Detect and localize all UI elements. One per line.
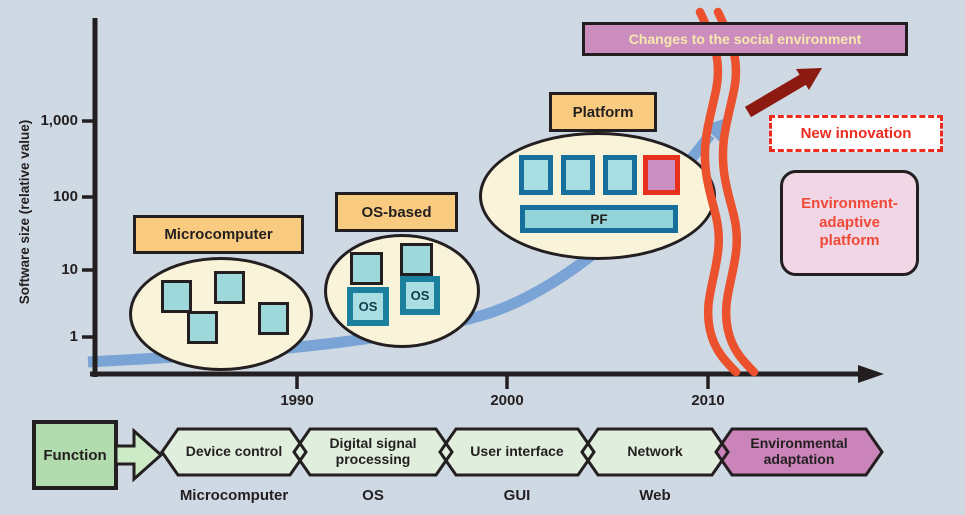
x-tick-label-2010: 2010 bbox=[691, 392, 725, 409]
stage-label-os-based: OS-based bbox=[335, 192, 458, 232]
x-tick-label-2000: 2000 bbox=[490, 392, 524, 409]
new-innovation-arrowhead bbox=[796, 68, 822, 90]
timeline-sub-label: Microcomputer bbox=[179, 486, 289, 504]
y-tick-label-1: 1 bbox=[69, 328, 78, 345]
timeline-sub-label: GUI bbox=[503, 486, 531, 504]
os-module-box: OS bbox=[347, 287, 389, 326]
growth-curve-arrowhead bbox=[703, 116, 732, 144]
timeline-sub-label: Web bbox=[639, 486, 671, 504]
app-module-square bbox=[400, 243, 433, 276]
timeline-step-label: Network bbox=[627, 443, 683, 460]
social-change-wavy-line bbox=[713, 7, 759, 377]
new-innovation-module-square bbox=[643, 155, 680, 195]
os-module-box: OS bbox=[400, 276, 440, 315]
timeline-step-label: User interface bbox=[470, 443, 564, 460]
env-adaptive-line: Environment- bbox=[801, 194, 898, 212]
app-module-square bbox=[258, 302, 289, 335]
banner-social-environment: Changes to the social environment bbox=[582, 22, 908, 56]
function-box: Function bbox=[32, 420, 118, 490]
platform-app-square bbox=[603, 155, 637, 195]
stage-ellipse-platform bbox=[479, 132, 716, 260]
new-innovation-arrow bbox=[744, 73, 808, 118]
env-adaptive-platform-box: Environment- adaptive platform bbox=[780, 170, 919, 276]
timeline-step-label: Environmental adaptation bbox=[750, 435, 848, 467]
y-tick-label-1000: 1,000 bbox=[40, 112, 78, 129]
app-module-square bbox=[350, 252, 383, 285]
env-adaptive-line: adaptive bbox=[819, 213, 880, 231]
app-module-square bbox=[161, 280, 192, 313]
app-module-square bbox=[187, 311, 218, 344]
x-axis-arrowhead bbox=[858, 365, 884, 383]
platform-app-square bbox=[561, 155, 595, 195]
pf-platform-bar: PF bbox=[520, 205, 678, 233]
stage-label-microcomputer: Microcomputer bbox=[133, 215, 304, 254]
y-tick-label-100: 100 bbox=[52, 188, 78, 205]
function-arrow bbox=[114, 427, 164, 483]
new-innovation-box: New innovation bbox=[769, 115, 943, 152]
timeline-step-label: Device control bbox=[185, 443, 283, 460]
stage-label-platform: Platform bbox=[549, 92, 657, 132]
x-tick-label-1990: 1990 bbox=[280, 392, 314, 409]
env-adaptive-line: platform bbox=[819, 232, 880, 250]
platform-app-square bbox=[519, 155, 553, 195]
timeline-sub-label: OS bbox=[362, 486, 384, 504]
app-module-square bbox=[214, 271, 245, 304]
y-tick-label-10: 10 bbox=[61, 261, 78, 278]
timeline-step-label: Digital signal processing bbox=[329, 435, 417, 467]
